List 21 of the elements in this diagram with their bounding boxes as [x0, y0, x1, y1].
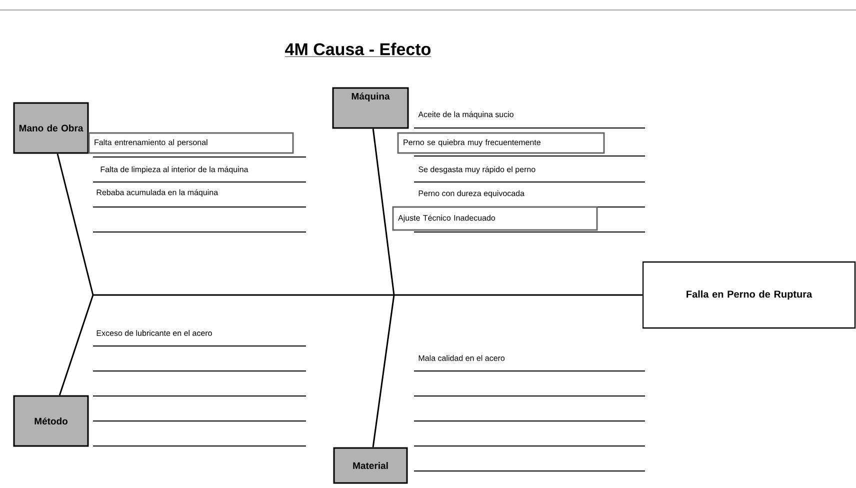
category-box: Mano de Obra — [13, 102, 89, 154]
bone-line — [58, 294, 94, 396]
cause-box: Ajuste Técnico Inadecuado — [392, 206, 598, 231]
title: 4M Causa - Efecto — [284, 42, 432, 57]
cause-label: Perno con dureza equivocada — [418, 190, 524, 198]
bone-line — [56, 154, 94, 296]
spine-line — [93, 294, 642, 296]
category-box: Material — [333, 447, 408, 484]
cause-label: Mala calidad en el acero — [418, 355, 505, 361]
bone-line — [372, 128, 395, 296]
cause-box: Falta entrenamiento al personal — [88, 132, 294, 154]
cause-label: Exceso de lubricante en el acero — [96, 330, 212, 336]
cause-box: Perno se quiebra muy frecuentemente — [397, 132, 605, 154]
cause-label: Se desgasta muy rápido el perno — [418, 166, 536, 174]
cause-label: Aceite de la máquina sucio — [418, 111, 514, 119]
cause-label: Falta de limpieza al interior de la máquina — [100, 166, 248, 174]
category-box: Método — [13, 395, 89, 447]
cause-label: Rebaba acumulada en la máquina — [96, 189, 218, 197]
effect-box: Falla en Perno de Ruptura — [642, 261, 856, 329]
category-box: Máquina — [332, 87, 409, 129]
bone-line — [372, 294, 395, 448]
